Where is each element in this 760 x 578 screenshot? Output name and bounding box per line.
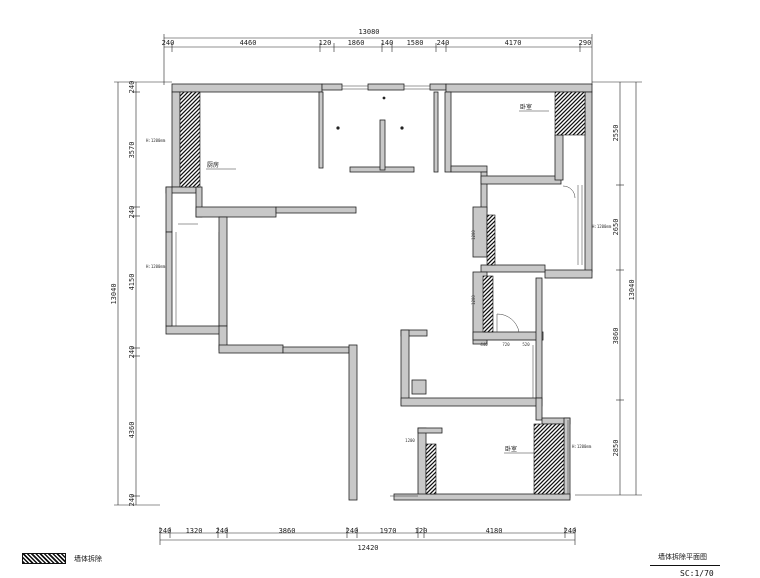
top-dim-5: 140: [381, 39, 394, 47]
note-3: H:1200mm: [592, 224, 612, 229]
top-dim-7: 240: [437, 39, 450, 47]
left-dimension-chain: 13040 240 3570 240 4150 240 4360 240: [110, 81, 172, 507]
inner-dim-4: 720: [502, 342, 510, 347]
legend-hatch-swatch: [22, 553, 66, 564]
top-dim-3: 120: [319, 39, 332, 47]
left-dim-4: 4150: [128, 274, 136, 291]
note-1: H:1200mm: [146, 138, 166, 143]
bottom-dim-7: 120: [415, 527, 428, 535]
left-dim-7: 240: [128, 494, 136, 507]
bottom-dim-1: 240: [159, 527, 172, 535]
top-dim-2: 4460: [240, 39, 257, 47]
inner-dim-1: 1200: [471, 230, 476, 240]
bottom-dim-8: 4180: [486, 527, 503, 535]
demo-wall-left: [179, 91, 201, 188]
note-4: H:1200mm: [572, 444, 592, 449]
bottom-dim-9: 240: [564, 527, 577, 535]
top-dim-4: 1860: [348, 39, 365, 47]
right-dim-2: 2650: [612, 219, 620, 236]
right-dim-4: 2850: [612, 440, 620, 457]
drawing-title: 墙体拆除平面图: [658, 553, 707, 561]
right-total-dim: 13040: [628, 279, 636, 300]
note-2: H:1200mm: [146, 264, 166, 269]
left-dim-1: 240: [128, 81, 136, 94]
walls: [165, 83, 593, 501]
left-total-dim: 13040: [110, 283, 118, 304]
inner-dim-6: 1200: [405, 438, 415, 443]
legend-label: 墙体拆除: [74, 554, 102, 563]
demo-wall-mid: [486, 214, 496, 266]
top-dim-9: 290: [579, 39, 592, 47]
bottom-dim-4: 3860: [279, 527, 296, 535]
inner-dimensions: 1200 1200 440 720 520 1200: [405, 230, 536, 443]
legend: 墙体拆除: [22, 553, 102, 564]
room-label-living: 厨房: [207, 161, 219, 169]
inner-dim-2: 1200: [471, 295, 476, 305]
drawing-scale: SC:1/70: [680, 569, 714, 578]
right-dimension-chain: 2550 2650 3860 2850 13040: [575, 81, 642, 496]
room-label-bedroom-south: 卧室: [505, 445, 517, 453]
bottom-dimension-chain: 240 1320 240 3860 240 1970 120 4180 240 …: [159, 527, 577, 552]
room-label-bedroom-north: 卧室: [520, 103, 532, 111]
title-rule: [650, 565, 720, 566]
top-total-dim: 13080: [358, 28, 379, 36]
bottom-total-dim: 12420: [357, 544, 378, 552]
inner-dim-5: 520: [522, 342, 530, 347]
demo-wall-top-right: [554, 91, 586, 136]
doors: [336, 96, 576, 333]
title-block: 墙体拆除平面图 SC:1/70: [650, 552, 720, 578]
left-dim-5: 240: [128, 346, 136, 359]
left-dim-2: 3570: [128, 142, 136, 159]
bottom-dim-5: 240: [346, 527, 359, 535]
right-dim-3: 3860: [612, 328, 620, 345]
bottom-dim-2: 1320: [186, 527, 203, 535]
demolition-walls: [179, 91, 586, 495]
top-dim-8: 4170: [505, 39, 522, 47]
inner-dim-3: 440: [480, 342, 488, 347]
height-notes: H:1200mm H:1200mm H:1200mm H:1200mm: [146, 138, 612, 449]
top-dim-1: 240: [162, 39, 175, 47]
top-dim-6: 1580: [407, 39, 424, 47]
top-dimension-chain: 13080 240 4460 120 1860 140 1580 240 417…: [162, 28, 593, 85]
demo-wall-lower: [482, 275, 494, 333]
left-dim-6: 4360: [128, 422, 136, 439]
bottom-dim-6: 1970: [380, 527, 397, 535]
demo-wall-bottom-left: [425, 443, 437, 495]
bottom-dim-3: 240: [216, 527, 229, 535]
left-dim-3: 240: [128, 206, 136, 219]
demo-wall-bottom-right: [533, 423, 565, 495]
right-dim-1: 2550: [612, 125, 620, 142]
